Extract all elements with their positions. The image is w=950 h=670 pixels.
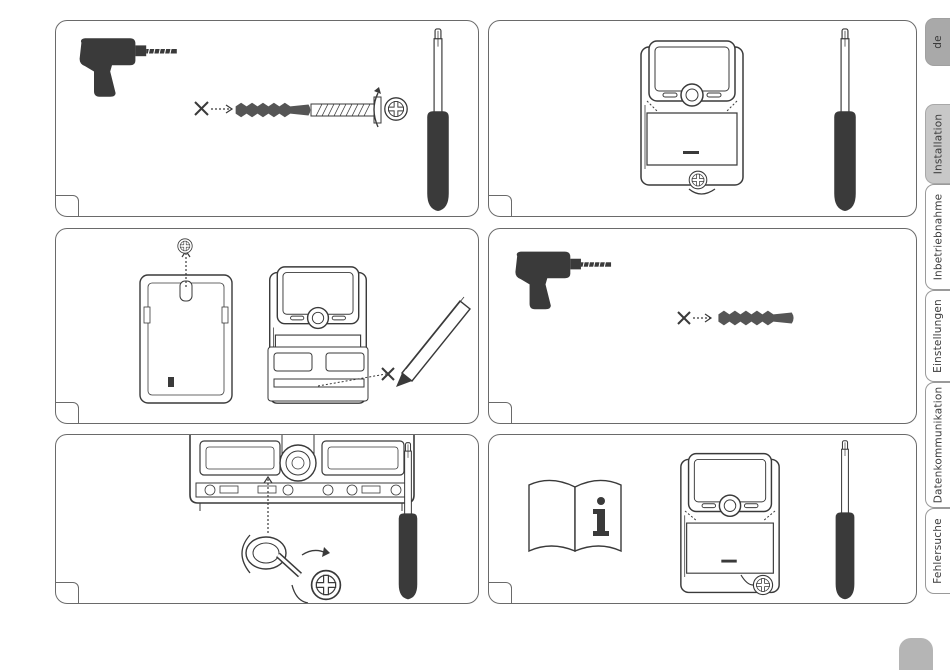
cross-mark-icon [678, 312, 690, 324]
tab-label: Datenkommunikation [932, 387, 944, 504]
tab-einstellungen[interactable]: Einstellungen [925, 290, 950, 382]
screwdriver-icon [427, 29, 449, 211]
page-corner [488, 402, 512, 424]
panel-fasten-base [55, 434, 479, 604]
cross-mark-icon [382, 368, 394, 380]
tab-installation[interactable]: Installation [925, 104, 950, 184]
controller-housing-icon [641, 41, 743, 185]
screw-icon [689, 171, 707, 189]
tab-label: Fehlersuche [932, 518, 944, 584]
page-corner [55, 195, 79, 217]
tab-label: Einstellungen [932, 299, 944, 373]
page-corner [488, 582, 512, 604]
drill-icon [80, 38, 177, 96]
screw-icon [312, 571, 341, 600]
page-corner [55, 582, 79, 604]
page-number-tab [899, 638, 933, 670]
tab-datenkommunikation[interactable]: Datenkommunikation [925, 382, 950, 508]
drill-icon [515, 252, 611, 310]
tab-inbetriebnahme[interactable]: Inbetriebnahme [925, 184, 950, 290]
screw-icon [753, 575, 772, 594]
tab-label: Inbetriebnahme [932, 194, 944, 281]
dowel-icon [236, 103, 311, 118]
tab-label: de [932, 35, 944, 49]
base-plate-icon [140, 275, 232, 403]
panel-mark-holes [55, 228, 479, 424]
controller-housing-icon [681, 454, 779, 593]
page-corner [488, 195, 512, 217]
tab-label: Installation [932, 114, 944, 175]
screwdriver-icon [834, 29, 856, 211]
pencil-icon [396, 297, 470, 387]
screw-icon [242, 535, 300, 575]
page-corner [55, 402, 79, 424]
panel-drill-dowel-screw [55, 20, 479, 217]
screw-icon [178, 239, 192, 253]
manual-info-icon [529, 480, 621, 551]
panel-drill-second-hole [488, 228, 917, 424]
terminal-detail-icon [190, 435, 414, 511]
panel-open-cover [488, 20, 917, 217]
panel-close-cover [488, 434, 917, 604]
screw-icon [311, 87, 407, 127]
dowel-icon [718, 311, 793, 326]
cross-mark-icon [195, 102, 208, 115]
tab-language-de[interactable]: de [925, 18, 950, 66]
tab-fehlersuche[interactable]: Fehlersuche [925, 508, 950, 594]
screwdriver-icon [836, 441, 855, 600]
